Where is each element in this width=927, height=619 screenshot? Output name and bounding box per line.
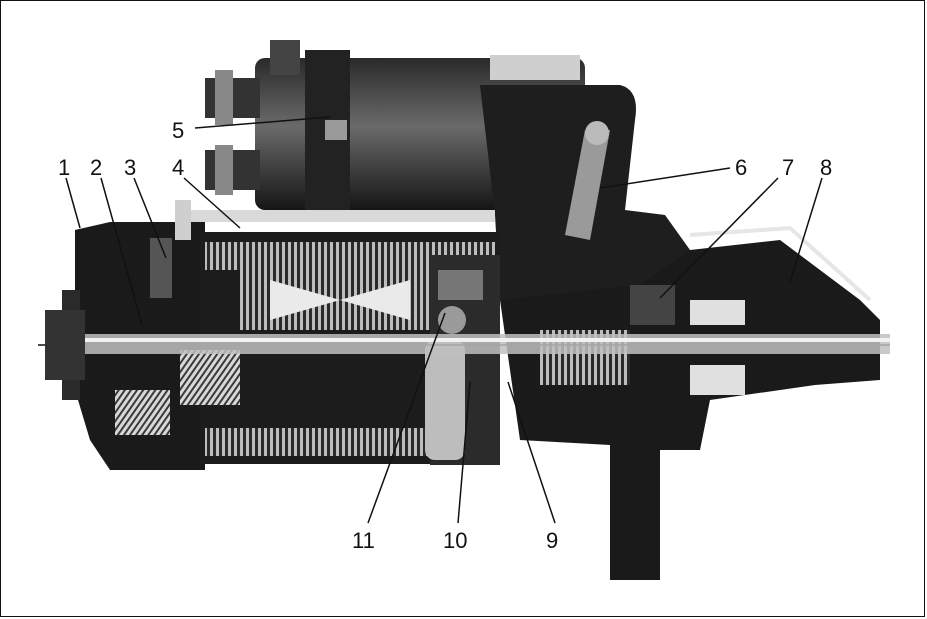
callout-5: 5	[172, 118, 184, 143]
callout-8: 8	[820, 155, 832, 180]
central-shaft	[38, 310, 890, 380]
callout-3: 3	[124, 155, 136, 180]
callout-10: 10	[443, 528, 467, 553]
leader-lines	[65, 116, 823, 524]
leader-7	[659, 177, 779, 299]
leader-8	[789, 177, 823, 283]
leader-5	[194, 116, 331, 129]
leader-11	[367, 312, 446, 524]
callout-11: 11	[352, 528, 375, 553]
callout-9: 9	[546, 528, 558, 553]
callout-2: 2	[90, 155, 102, 180]
leader-4	[183, 177, 241, 229]
leader-3	[133, 177, 167, 259]
shift-lever-housing	[480, 85, 700, 320]
leader-10	[457, 381, 471, 524]
callout-1: 1	[58, 155, 70, 180]
callout-7: 7	[782, 155, 794, 180]
leader-1	[65, 177, 81, 229]
planetary-set	[425, 255, 500, 465]
leader-6	[599, 167, 731, 189]
callout-labels: 1 2 3 4 5 6 7 8 9 10 11	[58, 118, 832, 553]
leader-2	[100, 177, 143, 326]
callout-4: 4	[172, 155, 184, 180]
callout-6: 6	[735, 155, 747, 180]
leader-9	[507, 381, 556, 524]
